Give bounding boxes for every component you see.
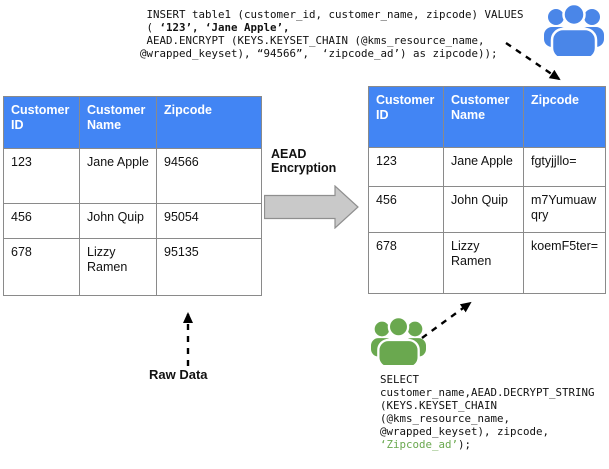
sql-line: @wrapped_keyset), “94566”, ‘zipcode_ad’)…	[140, 47, 498, 60]
table-cell: 123	[3, 148, 80, 204]
sql-line: customer_name,AEAD.DECRYPT_STRING	[380, 386, 595, 399]
column-header: Zipcode	[156, 96, 262, 149]
table-cell: 678	[368, 232, 444, 294]
sql-line: (KEYS.KEYSET_CHAIN	[380, 399, 498, 412]
table-cell: Lizzy Ramen	[443, 232, 524, 294]
sql-line: INSERT table1 (customer_id, customer_nam…	[140, 8, 524, 21]
table-cell: 123	[368, 147, 444, 187]
users-icon	[371, 315, 426, 369]
table-cell: John Quip	[79, 203, 157, 239]
insert-flow-dashed-arrow	[505, 42, 561, 81]
sql-line: ( ‘123’, ‘Jane Apple’,	[140, 21, 290, 34]
sql-line: @wrapped_keyset), zipcode,	[380, 425, 550, 438]
table-cell: Lizzy Ramen	[79, 238, 157, 296]
column-header: Customer Name	[443, 86, 524, 148]
table-cell: 95054	[156, 203, 262, 239]
column-header: Customer Name	[79, 96, 157, 149]
sql-line: AEAD.ENCRYPT (KEYS.KEYSET_CHAIN (@kms_re…	[140, 34, 485, 47]
table-cell: 94566	[156, 148, 262, 204]
table-cell: John Quip	[443, 186, 524, 233]
column-header: Zipcode	[522, 86, 607, 148]
table-cell: koemF5ter=	[522, 232, 607, 294]
sql-line: (@kms_resource_name,	[380, 412, 511, 425]
table-cell: fgtyjjllo=	[522, 147, 607, 187]
column-header: Customer ID	[3, 96, 80, 149]
users-group-icon-green	[371, 315, 426, 370]
table-cell: 456	[3, 203, 80, 239]
sql-line: SELECT	[380, 373, 420, 386]
table-cell: m7Yumuaw qry	[522, 186, 607, 233]
aead-encryption-arrow	[264, 185, 359, 229]
insert-sql-statement: INSERT table1 (customer_id, customer_nam…	[140, 8, 524, 60]
table-cell: Jane Apple	[443, 147, 524, 187]
column-header: Customer ID	[368, 86, 444, 148]
users-group-icon-blue	[544, 2, 604, 61]
table-cell: 95135	[156, 238, 262, 296]
raw-data-label: Raw Data	[149, 367, 208, 382]
aead-encryption-label: AEAD Encryption	[271, 147, 337, 175]
raw-data-dashed-arrow	[183, 312, 193, 366]
sql-line: ‘Zipcode_ad’);	[380, 438, 472, 451]
table-cell: 678	[3, 238, 80, 296]
table-cell: Jane Apple	[79, 148, 157, 204]
table-cell: 456	[368, 186, 444, 233]
decrypt-flow-dashed-arrow	[421, 301, 472, 339]
